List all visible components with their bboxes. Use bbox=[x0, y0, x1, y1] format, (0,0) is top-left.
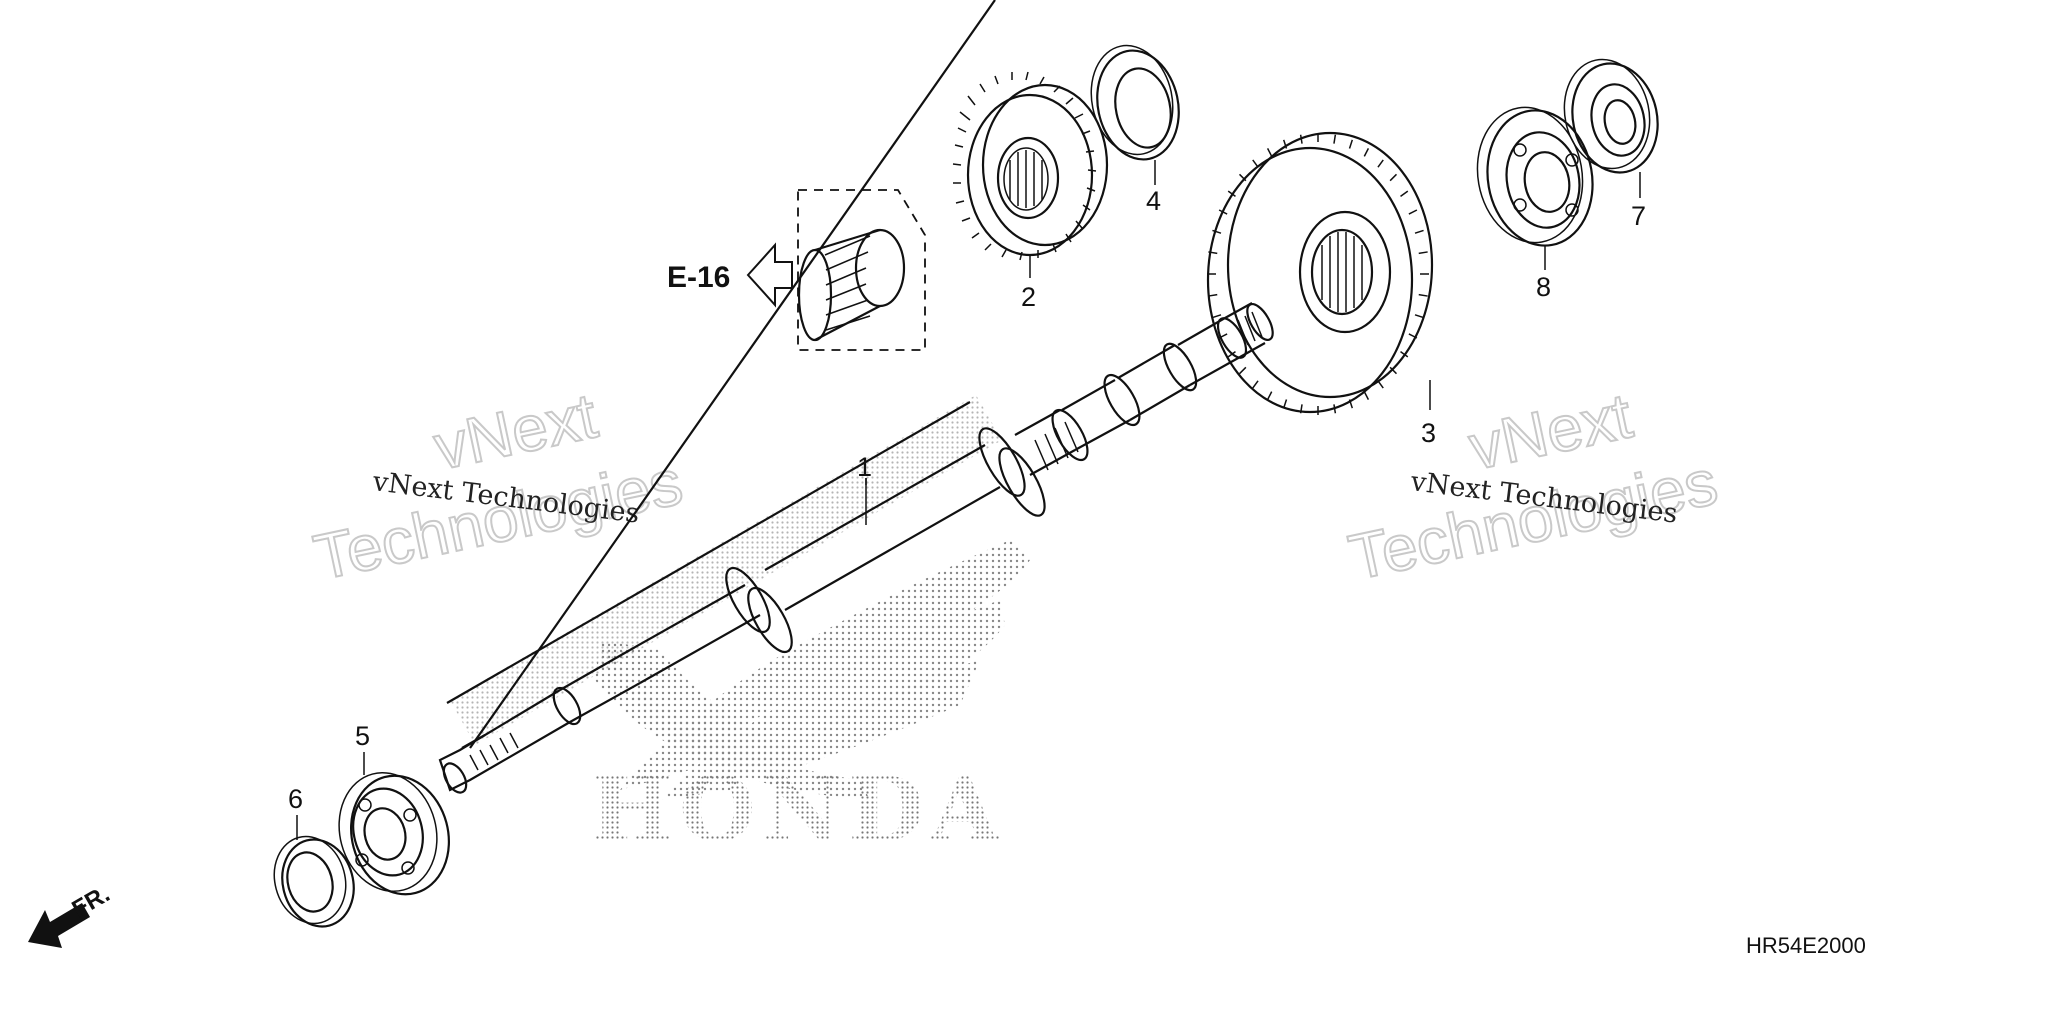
callout-5-label: 5 bbox=[355, 721, 370, 751]
gear-tooth bbox=[1377, 159, 1384, 168]
watermark-left: vNext Technologies vNext Technologies bbox=[307, 378, 689, 594]
gear-tooth bbox=[1266, 148, 1273, 157]
part-4-washer bbox=[1090, 44, 1180, 161]
gear-tooth bbox=[1418, 293, 1428, 297]
gear-tooth bbox=[1282, 399, 1288, 409]
gear-tooth bbox=[1266, 391, 1273, 400]
reference-e16[interactable]: E-16 bbox=[667, 242, 793, 308]
gear-tooth bbox=[1400, 190, 1409, 198]
gear-tooth bbox=[1333, 134, 1337, 144]
gear-tooth bbox=[1414, 314, 1424, 319]
gear-tooth bbox=[1414, 229, 1424, 234]
part-8-bearing bbox=[1476, 106, 1594, 247]
watermark-right: vNext Technologies vNext Technologies bbox=[1342, 378, 1724, 594]
part-7-seal bbox=[1563, 58, 1659, 174]
gear-tooth bbox=[1218, 333, 1228, 339]
gear-tooth bbox=[1212, 314, 1222, 319]
reference-box bbox=[797, 189, 926, 351]
gear-tooth bbox=[1299, 134, 1303, 144]
callout-2: 2 bbox=[1021, 256, 1036, 312]
callout-4: 4 bbox=[1146, 160, 1161, 216]
honda-brand-text: HONDA bbox=[590, 757, 1005, 861]
honda-wing-logo-icon bbox=[595, 540, 1030, 800]
callout-1-label: 1 bbox=[857, 452, 872, 482]
gear-tooth bbox=[1208, 251, 1218, 255]
gear-tooth bbox=[1389, 366, 1398, 375]
part-6-seal bbox=[273, 835, 355, 928]
part-5-bearing bbox=[338, 771, 450, 896]
callout-3-label: 3 bbox=[1421, 418, 1436, 448]
part-3-large-gear bbox=[1206, 131, 1434, 415]
hollow-left-arrow-icon bbox=[746, 242, 793, 308]
gear-tooth bbox=[1377, 380, 1384, 389]
gear-tooth bbox=[1252, 159, 1259, 168]
gear-tooth bbox=[1299, 404, 1303, 414]
part-2-small-gear bbox=[952, 71, 1109, 261]
gear-tooth bbox=[1212, 229, 1222, 234]
orientation-indicator: FR. bbox=[28, 880, 114, 948]
gear-tooth bbox=[1348, 399, 1354, 409]
gear-tooth bbox=[1252, 380, 1259, 389]
gear-tooth bbox=[1400, 350, 1409, 358]
callout-1: 1 bbox=[857, 452, 872, 525]
gear-tooth bbox=[1408, 209, 1418, 215]
gear-tooth bbox=[1408, 333, 1418, 339]
callout-8-label: 8 bbox=[1536, 272, 1551, 302]
gear-tooth bbox=[1238, 173, 1247, 182]
callout-2-label: 2 bbox=[1021, 282, 1036, 312]
callout-4-label: 4 bbox=[1146, 186, 1161, 216]
callout-8: 8 bbox=[1536, 246, 1551, 302]
callout-3: 3 bbox=[1421, 380, 1436, 448]
callout-6-label: 6 bbox=[288, 784, 303, 814]
callout-5: 5 bbox=[355, 721, 370, 775]
part-1-shaft bbox=[438, 0, 1274, 794]
reference-label: E-16 bbox=[667, 261, 730, 294]
solid-arrow-down-left-icon bbox=[28, 903, 90, 948]
callout-6: 6 bbox=[288, 784, 303, 840]
gear-tooth bbox=[1363, 391, 1370, 400]
gear-tooth bbox=[1282, 139, 1288, 149]
gear-tooth bbox=[1227, 190, 1236, 198]
gear-tooth bbox=[1218, 209, 1228, 215]
gear-tooth bbox=[1389, 173, 1398, 182]
gear-tooth bbox=[1418, 251, 1428, 255]
diagram-code: HR54E2000 bbox=[1746, 933, 1866, 958]
callout-7-label: 7 bbox=[1631, 201, 1646, 231]
gear-tooth bbox=[1348, 139, 1354, 149]
gear-tooth bbox=[1333, 404, 1337, 414]
gear-tooth bbox=[1238, 366, 1247, 375]
gear-tooth bbox=[1363, 148, 1370, 157]
callout-7: 7 bbox=[1631, 172, 1646, 231]
gear-tooth bbox=[1227, 350, 1236, 358]
gear-tooth bbox=[1208, 293, 1218, 297]
